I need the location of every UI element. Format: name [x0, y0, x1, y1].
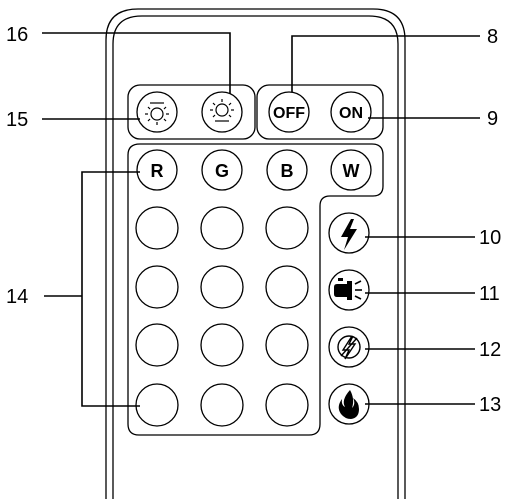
- blank-color-keys: [135, 206, 309, 427]
- remote-outline-outer: [105, 8, 406, 499]
- key-w[interactable]: W: [330, 149, 372, 191]
- callout-label-15: 15: [6, 109, 28, 131]
- brightness-down-button-ring: [201, 91, 243, 133]
- flash-icon: [341, 219, 357, 250]
- callout-label-8: 8: [487, 26, 498, 48]
- key-r-label: R: [151, 161, 164, 181]
- brightness-down-button[interactable]: [201, 91, 243, 133]
- color-key[interactable]: [200, 206, 244, 250]
- callout-label-9: 9: [487, 108, 498, 130]
- key-w-ring: [330, 149, 372, 191]
- color-key[interactable]: [200, 323, 244, 367]
- key-g-ring: [201, 149, 243, 191]
- color-key[interactable]: [265, 323, 309, 367]
- power-group-frame: [256, 84, 384, 140]
- keypad-frame: [127, 143, 384, 436]
- strobe-button-ring: [328, 269, 370, 311]
- key-w-label: W: [343, 161, 360, 181]
- callout-label-13: 13: [479, 394, 501, 416]
- off-button-label: OFF: [273, 105, 305, 122]
- callout-label-12: 12: [479, 339, 501, 361]
- callout-label-10: 10: [479, 227, 501, 249]
- brightness-group-frame: [127, 84, 256, 140]
- color-key[interactable]: [200, 383, 244, 427]
- color-key[interactable]: [135, 265, 179, 309]
- callout-lines: [42, 32, 480, 407]
- flash-button[interactable]: [328, 212, 370, 254]
- flash-button-ring: [328, 212, 370, 254]
- callout-line-8: [291, 35, 480, 92]
- fade-icon: [337, 335, 361, 360]
- brightness-up-button[interactable]: [136, 91, 178, 133]
- callout-label-16: 16: [6, 24, 28, 46]
- fade-button[interactable]: [328, 326, 370, 368]
- callout-label-14: 14: [6, 286, 28, 308]
- off-button-ring: [268, 91, 310, 133]
- callout-line-16: [42, 32, 231, 94]
- fade-button-ring: [328, 326, 370, 368]
- strobe-button[interactable]: [328, 269, 370, 311]
- strobe-icon: [334, 278, 362, 300]
- smooth-icon: [338, 390, 359, 419]
- callout-label-11: 11: [479, 283, 500, 305]
- color-key[interactable]: [135, 323, 179, 367]
- key-g[interactable]: G: [201, 149, 243, 191]
- key-g-label: G: [215, 161, 229, 181]
- key-b[interactable]: B: [266, 149, 308, 191]
- on-button-ring: [330, 91, 372, 133]
- sun-up-icon: [145, 102, 169, 125]
- color-key[interactable]: [135, 206, 179, 250]
- key-r-ring: [136, 149, 178, 191]
- callout-line-14-bracket: [81, 171, 140, 407]
- color-key[interactable]: [265, 265, 309, 309]
- color-key[interactable]: [265, 206, 309, 250]
- brightness-up-button-ring: [136, 91, 178, 133]
- off-button[interactable]: OFF: [268, 91, 310, 133]
- on-button-label: ON: [339, 105, 363, 122]
- color-key[interactable]: [265, 383, 309, 427]
- color-key[interactable]: [135, 383, 179, 427]
- sun-down-icon: [210, 99, 234, 122]
- smooth-button[interactable]: [328, 383, 370, 425]
- key-r[interactable]: R: [136, 149, 178, 191]
- on-button[interactable]: ON: [330, 91, 372, 133]
- key-b-ring: [266, 149, 308, 191]
- key-b-label: B: [281, 161, 294, 181]
- color-key[interactable]: [200, 265, 244, 309]
